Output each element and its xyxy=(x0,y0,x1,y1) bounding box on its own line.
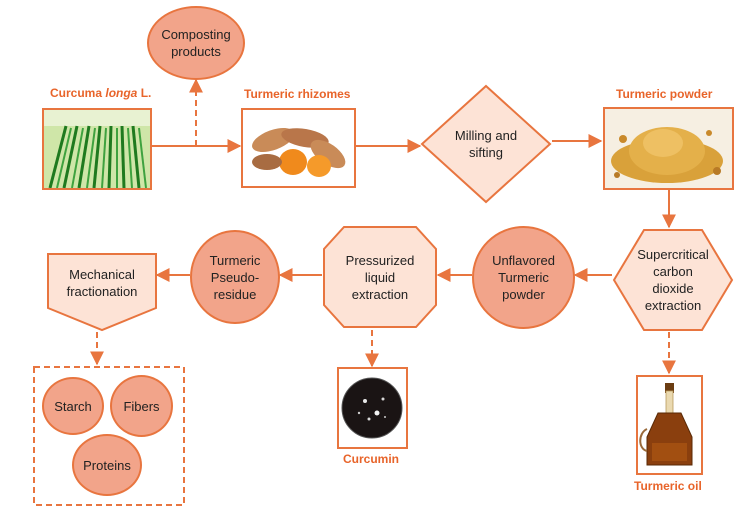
fibers-text: Fibers xyxy=(123,398,160,414)
fibers-node: Fibers xyxy=(110,375,173,437)
turmeric-powder-label: Turmeric powder xyxy=(616,87,713,101)
supercritical-extraction-node: Supercritical carbon dioxide extraction xyxy=(612,228,734,332)
turmeric-rhizomes-label: Turmeric rhizomes xyxy=(244,87,351,101)
turmeric-powder-photo-icon xyxy=(603,107,734,190)
starch-node: Starch xyxy=(42,377,104,435)
mechanical-fractionation-text: Mechanical fractionation xyxy=(66,267,138,299)
turmeric-oil-label: Turmeric oil xyxy=(634,479,702,493)
pseudo-residue-node: Turmeric Pseudo- residue xyxy=(190,230,280,324)
proteins-text: Proteins xyxy=(83,457,131,473)
mechanical-fractionation-node: Mechanical fractionation xyxy=(46,252,158,332)
unflavored-powder-node: Unflavored Turmeric powder xyxy=(472,226,575,329)
pressurized-liquid-extraction-text: Pressurized liquid extraction xyxy=(345,252,415,302)
composting-products-node: Composting products xyxy=(147,6,245,80)
starch-text: Starch xyxy=(54,398,92,414)
curcuma-longa-label: Curcuma longa L. xyxy=(50,86,152,100)
milling-sifting-text: Milling and sifting xyxy=(454,128,518,160)
curcumin-label: Curcumin xyxy=(343,452,400,466)
plant-field-photo-icon xyxy=(42,108,152,190)
pseudo-residue-text: Turmeric Pseudo- residue xyxy=(209,252,261,302)
curcumin-crystal-photo-icon xyxy=(337,367,408,449)
proteins-node: Proteins xyxy=(72,434,142,496)
composting-products-text: Composting products xyxy=(161,27,231,59)
milling-sifting-node: Milling and sifting xyxy=(420,84,552,204)
turmeric-oil-bottle-photo-icon xyxy=(636,375,703,475)
turmeric-rhizome-photo-icon xyxy=(241,108,356,188)
supercritical-extraction-text: Supercritical carbon dioxide extraction xyxy=(637,247,709,313)
pressurized-liquid-extraction-node: Pressurized liquid extraction xyxy=(322,225,438,329)
products-dashed-box xyxy=(33,366,185,506)
unflavored-powder-text: Unflavored Turmeric powder xyxy=(492,253,555,302)
